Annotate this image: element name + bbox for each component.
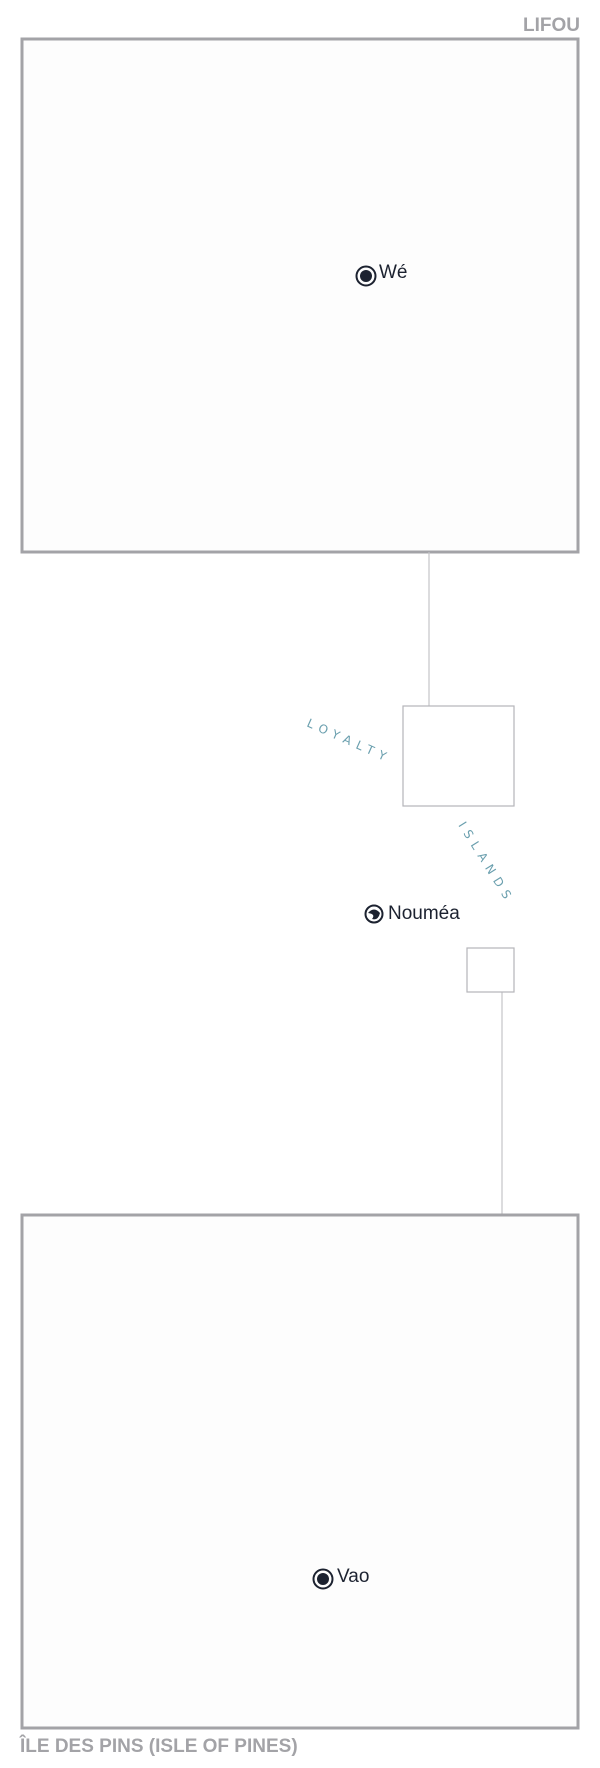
place-label-noumea: Nouméa (388, 903, 460, 924)
region-label-islands: ISLANDS (455, 819, 517, 906)
locator-box-lifou (402, 705, 515, 807)
inset-title-lifou: LIFOU (523, 15, 580, 36)
place-label-vao: Vao (337, 1566, 369, 1587)
place-marker-we (355, 265, 377, 287)
inset-frame-lifou (20, 37, 580, 554)
region-label-loyalty: LOYALTY (305, 716, 394, 766)
place-marker-vao (312, 1568, 334, 1590)
capital-marker-dot (317, 1573, 329, 1585)
locator-box-pines (466, 947, 515, 993)
capital-marker-icon (312, 1568, 334, 1590)
capital-marker-dot (368, 909, 380, 920)
inset-frame-pines (20, 1213, 580, 1730)
capital-marker-icon (355, 265, 377, 287)
place-marker-noumea (364, 904, 384, 924)
place-label-we: Wé (379, 262, 408, 283)
inset-title-pines: ÎLE DES PINS (ISLE OF PINES) (19, 1735, 298, 1757)
capital-marker-dot (360, 270, 372, 282)
capital-marker-icon (364, 904, 384, 924)
